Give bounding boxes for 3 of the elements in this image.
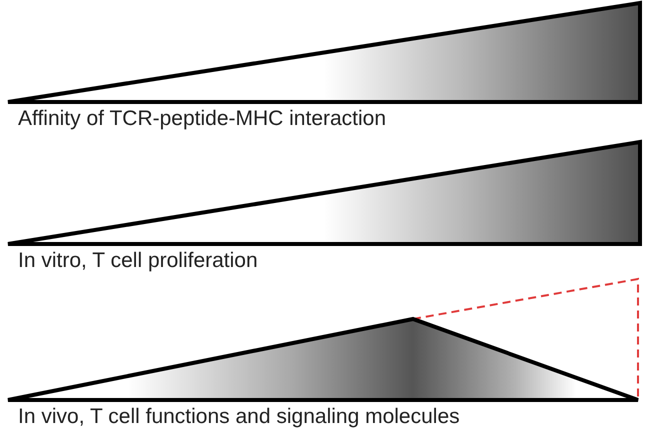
wedge-caption: In vitro, T cell proliferation xyxy=(18,248,258,274)
wedge-caption: In vivo, T cell functions and signaling molecules xyxy=(18,404,460,430)
wedge-caption: Affinity of TCR-peptide-MHC interaction xyxy=(18,106,386,132)
